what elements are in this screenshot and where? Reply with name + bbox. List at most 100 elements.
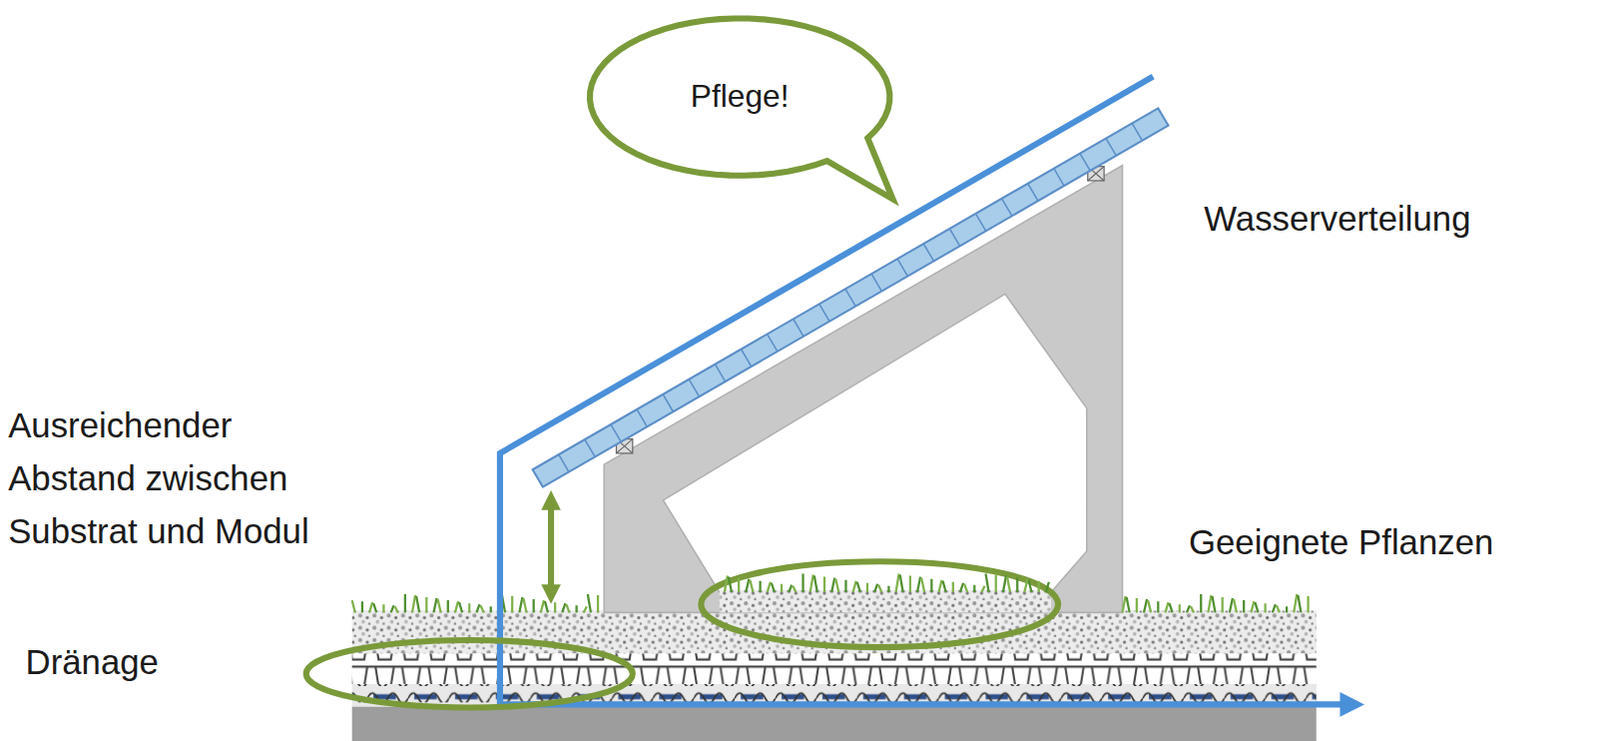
grass-blade — [792, 585, 796, 592]
grass-blade — [553, 601, 556, 612]
grass-blade — [900, 574, 904, 592]
grass-blade — [737, 577, 740, 592]
grass-blade — [1207, 594, 1211, 612]
pv-cell-divider — [1079, 153, 1090, 171]
grass-blade — [490, 605, 493, 612]
grass-blade — [1143, 598, 1147, 612]
grass-blade — [1126, 596, 1130, 612]
grass-blade — [810, 574, 814, 592]
grass-blade — [857, 581, 861, 592]
grass-blade — [1306, 595, 1309, 612]
grass-blade — [481, 604, 485, 612]
grass-blade — [771, 582, 775, 592]
grass-blade — [866, 582, 869, 592]
grass-blade — [361, 600, 364, 612]
vegetation-inner — [724, 573, 1050, 592]
pv-cell-divider — [1105, 138, 1116, 156]
grass-blade — [780, 583, 783, 592]
grass-blade — [995, 574, 998, 592]
grass-blade — [943, 580, 947, 592]
grass-blade — [447, 599, 450, 612]
grass-blade — [1242, 599, 1245, 612]
grass-blade — [433, 597, 437, 612]
grass-blade — [1135, 597, 1138, 612]
bubble-text: Pflege! — [690, 78, 790, 116]
grass-blade — [565, 603, 569, 612]
grass-blade — [476, 603, 480, 612]
grass-blade — [1190, 605, 1194, 612]
grass-blade — [1007, 576, 1011, 592]
grass-blade — [1285, 605, 1288, 612]
grass-blade — [455, 600, 459, 612]
label-distance: Ausreichender Abstand zwischen Substrat … — [7, 398, 361, 557]
grass-blade — [835, 578, 839, 592]
grass-blade — [814, 575, 818, 592]
pv-cell-divider — [584, 439, 595, 457]
grass-blade — [952, 581, 955, 592]
plants-highlight — [700, 560, 1059, 647]
grass-blade — [1297, 594, 1301, 612]
grass-blade — [724, 575, 728, 592]
pv-cell-divider — [741, 349, 752, 367]
module-bracket — [615, 166, 1104, 454]
pv-cell-divider — [714, 364, 725, 382]
grass-blade — [964, 583, 968, 592]
pv-cell-divider — [897, 258, 908, 276]
bubble-shape — [589, 17, 894, 199]
label-plants: Geeignete Pflanzen — [1188, 515, 1598, 568]
grass-blade — [1272, 603, 1276, 612]
grass-blade — [1169, 602, 1173, 612]
grass-blade — [831, 577, 835, 592]
grass-blade — [844, 579, 847, 592]
grass-blade — [544, 600, 548, 612]
grass-blade — [1233, 598, 1237, 612]
grass-blade — [1147, 599, 1151, 612]
grass-blade — [823, 576, 826, 592]
pv-cell-divider — [845, 288, 856, 306]
grass-blade — [596, 594, 599, 612]
drainage-highlight — [306, 639, 633, 707]
pv-cell-divider — [1028, 183, 1039, 201]
grass-blade — [1038, 580, 1041, 592]
grass-blade — [1199, 593, 1202, 612]
grass-blade — [352, 599, 356, 612]
grass-blade — [468, 602, 471, 612]
grass-blade — [404, 593, 407, 612]
grass-blade — [373, 602, 377, 612]
grass-blade — [749, 579, 753, 592]
grass-blade — [523, 597, 527, 612]
grass-blade — [758, 580, 761, 592]
roof-slab — [352, 705, 1317, 741]
grass-blade — [981, 585, 985, 592]
grass-blade — [1186, 604, 1190, 612]
grass-blade — [425, 596, 428, 612]
grass-blade — [896, 573, 900, 592]
speech-bubble: Pflege! — [586, 14, 894, 179]
grass-blade — [973, 584, 976, 592]
grass-blade — [1229, 597, 1233, 612]
substrate-under-frame — [719, 589, 1052, 612]
grass-blade — [519, 596, 523, 612]
grass-blade — [1003, 575, 1007, 592]
grass-blade — [887, 585, 890, 592]
grass-blade — [939, 579, 943, 592]
grass-blade — [540, 599, 544, 612]
grass-blade — [767, 581, 771, 592]
pv-cell-divider — [662, 394, 673, 412]
grass-blade — [1250, 600, 1254, 612]
label-drainage: Dränage — [25, 634, 292, 688]
grass-blade — [1264, 602, 1267, 612]
grass-blade — [1156, 600, 1159, 612]
grass-blade — [369, 601, 373, 612]
pv-cell-divider — [949, 228, 960, 246]
grass-blade — [583, 605, 587, 612]
grass-blade — [909, 575, 912, 592]
grass-blade — [1293, 593, 1297, 612]
grass-blade — [459, 601, 463, 612]
pv-cell-divider — [1002, 198, 1013, 216]
grass-blade — [412, 594, 416, 612]
grass-blade — [1024, 578, 1028, 592]
pv-cell-divider — [767, 334, 778, 352]
grass-blade — [511, 595, 514, 612]
